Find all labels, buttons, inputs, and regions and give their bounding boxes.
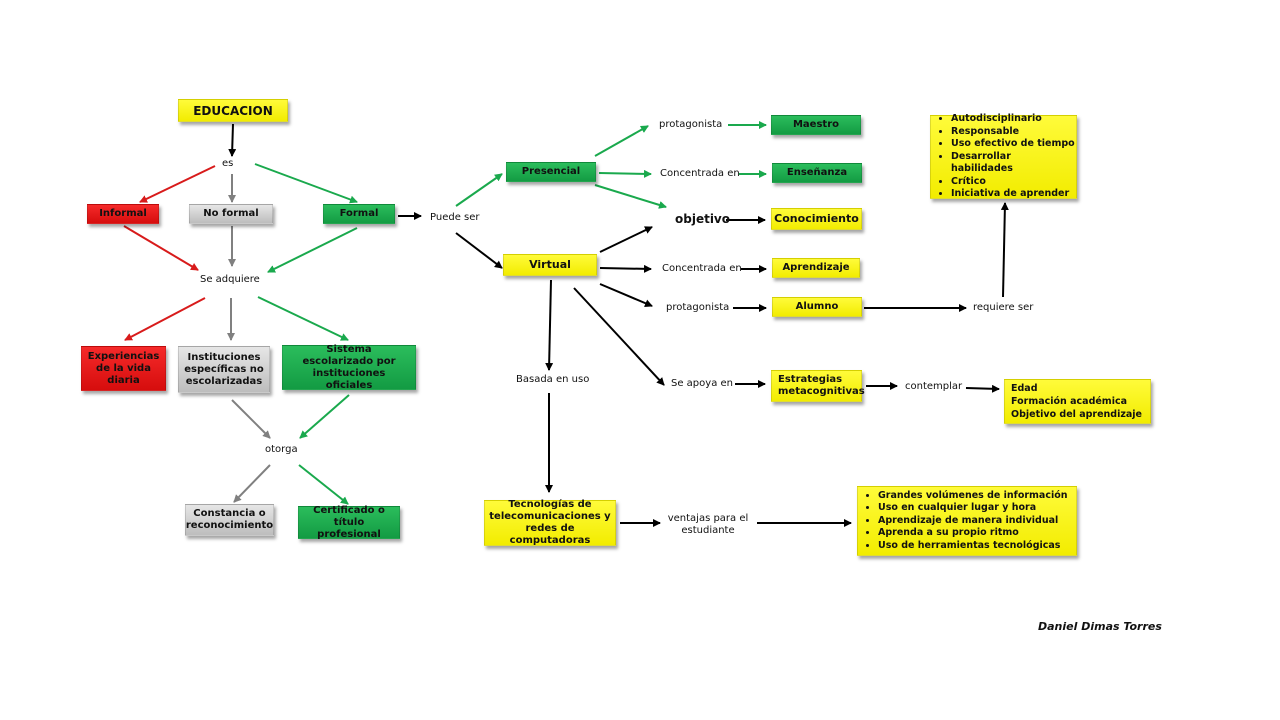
label-ventajas: ventajas para el estudiante xyxy=(667,513,749,536)
arrow-otorga-constancia xyxy=(233,464,271,503)
list-item: Autodisciplinario xyxy=(951,113,1076,126)
arrow-virtual-basada xyxy=(545,279,554,371)
node-no-formal: No formal xyxy=(189,204,273,224)
node-formal: Formal xyxy=(323,204,395,224)
label-protagonista-1: protagonista xyxy=(659,119,723,130)
node-sistema: Sistema escolarizado por instituciones o… xyxy=(282,344,416,391)
arrow-presencial-objetivo xyxy=(594,184,667,209)
list-item: Iniciativa de aprender xyxy=(951,188,1076,201)
ventajas-list: Grandes volúmenes de informaciónUso en c… xyxy=(864,490,1068,553)
arrow-formal-adquiere xyxy=(267,227,358,273)
arrow-virtual-seapoya xyxy=(573,287,665,386)
node-instituciones: Instituciones específicas no escolarizad… xyxy=(178,346,270,393)
label-protagonista-2: protagonista xyxy=(666,302,730,313)
label-puede-ser: Puede ser xyxy=(430,212,480,223)
arrow-educacion-es xyxy=(228,123,237,157)
label-otorga: otorga xyxy=(265,444,298,455)
node-virtual: Virtual xyxy=(503,254,597,276)
node-tecnologias: Tecnologías de telecomunicaciones y rede… xyxy=(484,499,616,546)
label-objetivo: objetivo xyxy=(675,212,731,226)
label-se-apoya: Se apoya en xyxy=(671,378,733,389)
arrow-virtual-protagonista xyxy=(599,283,653,307)
node-constancia: Constancia o reconocimiento xyxy=(185,504,274,536)
author-signature: Daniel Dimas Torres xyxy=(1038,620,1162,633)
node-educacion: EDUCACION xyxy=(178,99,288,122)
arrow-presencial-concentrada xyxy=(598,169,652,178)
arrow-puedeser-virtual xyxy=(455,232,503,269)
node-presencial: Presencial xyxy=(506,162,596,182)
node-conocimiento: Conocimiento xyxy=(771,208,862,230)
arrow-sistema-otorga xyxy=(299,394,350,439)
arrow-informal-adquiere xyxy=(123,225,199,271)
arrow-adquiere-experiencias xyxy=(124,297,206,341)
list-item: Uso efectivo de tiempo xyxy=(951,138,1076,151)
label-concentrada-2: Concentrada en xyxy=(662,263,742,274)
label-contemplar: contemplar xyxy=(905,381,963,392)
arrow-presencial-protagonista xyxy=(594,125,649,157)
node-aprendizaje: Aprendizaje xyxy=(772,258,860,278)
list-item: Objetivo del aprendizaje xyxy=(1011,409,1143,420)
node-certificado: Certificado o título profesional xyxy=(298,505,400,540)
arrow-virtual-objetivo xyxy=(599,226,653,253)
node-ensenanza: Enseñanza xyxy=(772,163,862,183)
arrow-requiere-cualidades xyxy=(1000,202,1009,298)
list-item: Responsable xyxy=(951,126,1076,139)
list-item: Aprendizaje de manera individual xyxy=(878,515,1068,528)
arrow-otorga-certificado xyxy=(298,464,349,505)
node-alumno: Alumno xyxy=(772,297,862,317)
label-concentrada-1: Concentrada en xyxy=(660,168,740,179)
label-basada: Basada en uso xyxy=(516,374,590,385)
arrow-contemplar-items xyxy=(965,384,1000,393)
arrow-puedeser-presencial xyxy=(455,173,503,207)
arrow-es-formal xyxy=(254,163,358,204)
node-cualidades: AutodisciplinarioResponsableUso efectivo… xyxy=(930,113,1077,201)
cualidades-list: AutodisciplinarioResponsableUso efectivo… xyxy=(937,113,1076,201)
list-item: Aprenda a su propio ritmo xyxy=(878,527,1068,540)
list-item: Desarrollar habilidades xyxy=(951,151,1076,176)
node-ventajas-items: Grandes volúmenes de informaciónUso en c… xyxy=(857,486,1077,556)
label-es: es xyxy=(222,158,234,169)
list-item: Uso de herramientas tecnológicas xyxy=(878,540,1068,553)
node-informal: Informal xyxy=(87,204,159,224)
arrow-virtual-concentrada xyxy=(599,264,652,273)
list-item: Uso en cualquier lugar y hora xyxy=(878,502,1068,515)
label-requiere-ser: requiere ser xyxy=(973,302,1034,313)
node-estrategias: Estrategias metacognitivas xyxy=(771,370,865,402)
label-se-adquiere: Se adquiere xyxy=(200,274,260,285)
list-item: Grandes volúmenes de información xyxy=(878,490,1068,503)
node-maestro: Maestro xyxy=(771,115,861,135)
node-experiencias: Experiencias de la vida diaria xyxy=(81,346,166,391)
list-item: Edad xyxy=(1011,383,1038,394)
arrow-instituciones-otorga xyxy=(231,399,271,439)
list-item: Crítico xyxy=(951,176,1076,189)
list-item: Formación académica xyxy=(1011,396,1128,407)
arrow-es-informal xyxy=(139,165,216,203)
arrow-adquiere-sistema xyxy=(257,296,349,341)
